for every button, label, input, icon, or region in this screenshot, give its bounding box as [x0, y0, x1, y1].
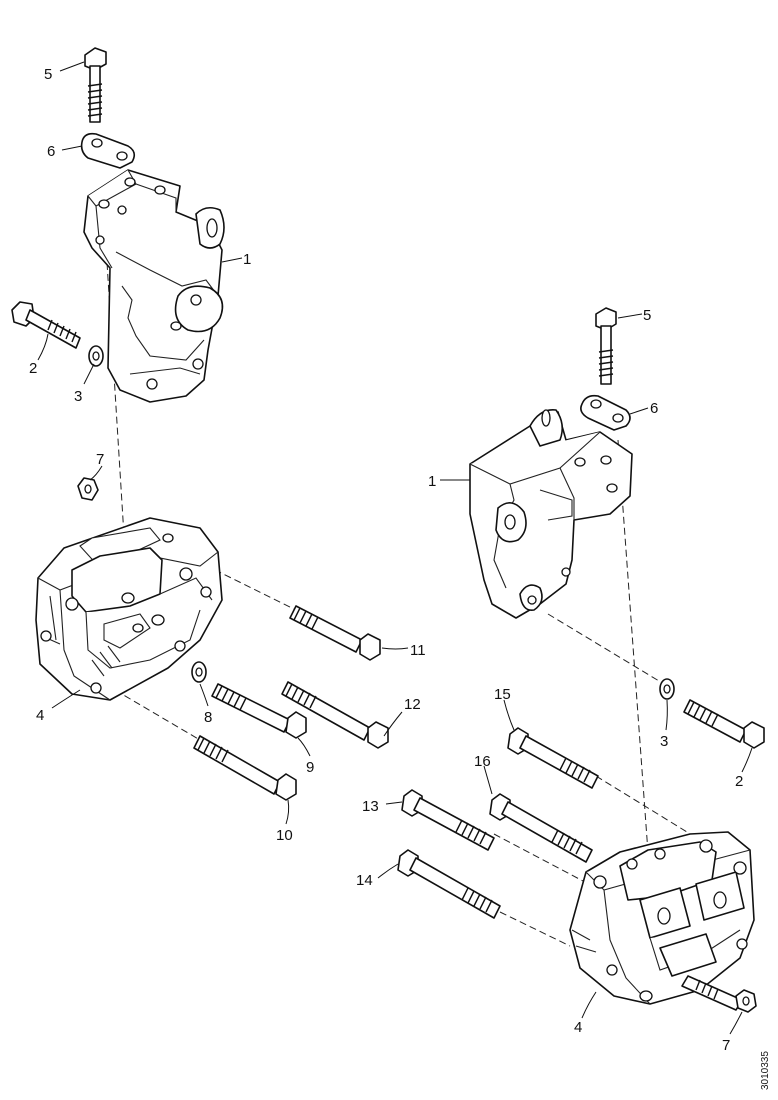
- right-mount-4: [569, 831, 755, 1005]
- right-bolt-15: [507, 727, 599, 789]
- left-bolt-9: [211, 683, 307, 739]
- leader-right-15: [503, 699, 515, 731]
- callout-left-7: 7: [96, 451, 104, 468]
- figure-reference-code: 3010335: [760, 1051, 771, 1090]
- right-bolt-5: [595, 307, 617, 385]
- callout-left-8: 8: [204, 709, 212, 726]
- left-bolt-12: [281, 681, 389, 749]
- right-bolt-axis-13: [493, 833, 601, 891]
- callout-right-13: 13: [362, 798, 379, 815]
- left-bolt-2: [11, 301, 81, 349]
- leader-left-9: [297, 737, 311, 757]
- callout-right-7: 7: [722, 1037, 730, 1054]
- right-bolt-axis-3: [547, 613, 665, 685]
- left-washer-8: [191, 661, 207, 683]
- left-bolt-11: [289, 605, 381, 661]
- right-bracket-1: [469, 409, 633, 619]
- callout-left-9: 9: [306, 759, 314, 776]
- right-bolt-13: [401, 789, 495, 851]
- callout-right-2: 2: [735, 773, 743, 790]
- callout-right-5: 5: [643, 307, 651, 324]
- right-washer-3: [659, 678, 675, 700]
- callout-right-6: 6: [650, 400, 658, 417]
- left-plate-6: [80, 132, 136, 169]
- leader-right-2: [741, 747, 753, 773]
- leader-left-3: [83, 363, 95, 385]
- left-bracket-1: [83, 169, 225, 403]
- callout-left-2: 2: [29, 360, 37, 377]
- leader-left-6: [61, 145, 83, 151]
- left-bolt-10: [193, 735, 297, 801]
- left-bolt-axis-10: [114, 689, 201, 741]
- left-mount-4: [35, 517, 223, 701]
- right-plate-6: [580, 394, 631, 431]
- left-bolt-5: [84, 47, 107, 123]
- callout-left-4: 4: [36, 707, 44, 724]
- callout-left-12: 12: [404, 696, 421, 713]
- callout-right-15: 15: [494, 686, 511, 703]
- leader-left-11: [381, 647, 409, 650]
- leader-left-8: [199, 683, 209, 707]
- leader-left-2: [37, 333, 49, 361]
- callout-left-11: 11: [410, 642, 426, 659]
- left-assembly: 5 6 1 2 3 7 4 8 9 10 11 12: [11, 47, 426, 844]
- leader-left-7: [89, 465, 103, 481]
- callout-right-4: 4: [574, 1019, 582, 1036]
- left-nut-7: [77, 477, 99, 501]
- leader-right-13: [385, 801, 403, 805]
- callout-left-1: 1: [243, 251, 251, 268]
- callout-left-5: 5: [44, 66, 52, 83]
- leader-left-10: [285, 799, 290, 825]
- callout-right-14: 14: [356, 872, 373, 889]
- right-alignment-line: [617, 439, 651, 881]
- leader-left-5: [59, 61, 85, 72]
- leader-right-5: [617, 313, 643, 319]
- right-bolt-14: [397, 849, 501, 919]
- callout-left-10: 10: [276, 827, 293, 844]
- right-bolt-2: [683, 699, 765, 749]
- right-bolt-16: [489, 793, 593, 863]
- leader-right-7: [729, 1011, 743, 1035]
- right-bolt-axis-14: [499, 911, 571, 947]
- callout-left-3: 3: [74, 388, 82, 405]
- leader-left-4: [51, 689, 81, 709]
- leader-right-14: [377, 863, 399, 879]
- leader-left-1: [221, 257, 243, 263]
- right-bolt-axis-15: [595, 775, 701, 841]
- right-nut-7: [681, 975, 757, 1013]
- callout-right-1: 1: [428, 473, 436, 490]
- callout-left-6: 6: [47, 143, 55, 160]
- callout-right-3: 3: [660, 733, 668, 750]
- left-washer-3: [88, 345, 104, 367]
- leader-left-12: [383, 711, 403, 737]
- leader-right-6: [629, 407, 649, 415]
- leader-right-3: [665, 699, 668, 731]
- leader-right-16: [483, 765, 493, 795]
- leader-right-4: [581, 991, 597, 1019]
- left-bolt-axis-11: [194, 559, 301, 613]
- callout-right-16: 16: [474, 753, 491, 770]
- right-assembly: 5 6 1 3 2 15 16 13 14 4 7: [356, 307, 765, 1054]
